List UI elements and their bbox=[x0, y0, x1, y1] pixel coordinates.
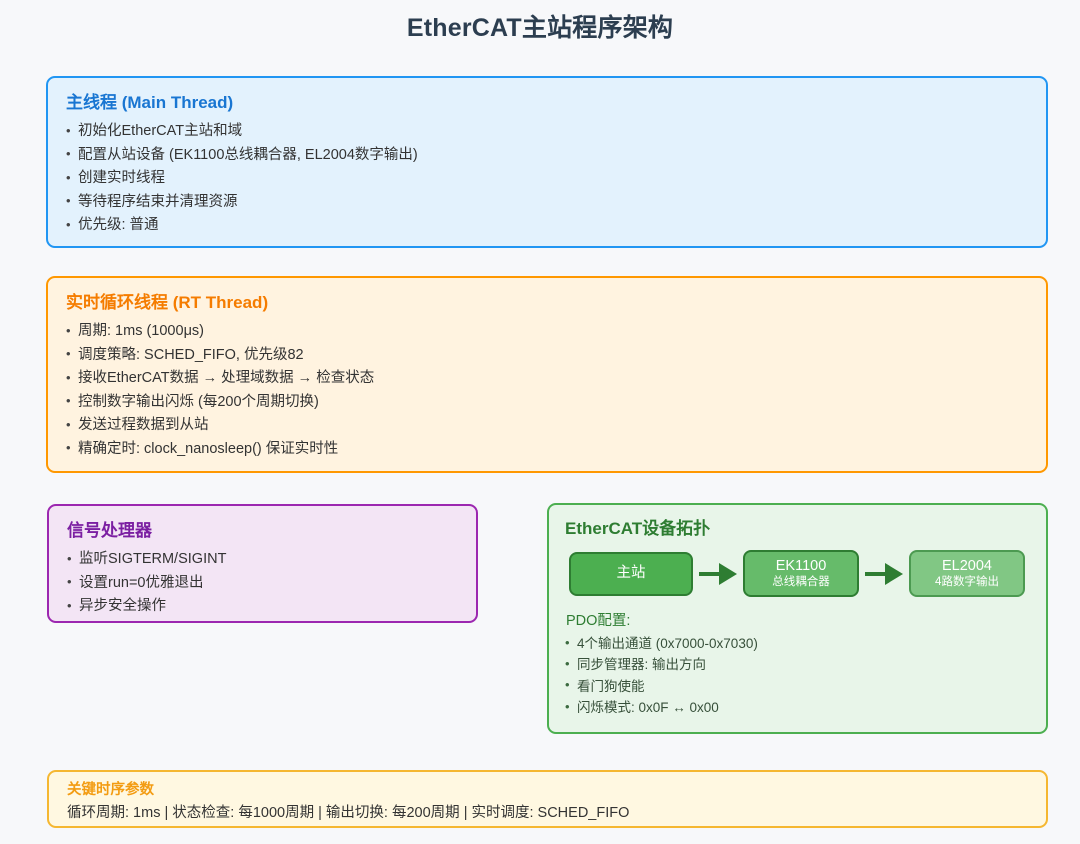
node-label: 主站 bbox=[616, 564, 646, 581]
list-item: 设置run=0优雅退出 bbox=[67, 571, 458, 595]
list-item: 接收EtherCAT数据 → 处理域数据 → 检查状态 bbox=[66, 367, 1028, 390]
list-item: 同步管理器: 输出方向 bbox=[565, 654, 1030, 675]
panel-title-rt-thread: 实时循环线程 (RT Thread) bbox=[66, 292, 1028, 314]
timing-summary-line: 循环周期: 1ms | 状态检查: 每1000周期 | 输出切换: 每200周期… bbox=[67, 804, 630, 821]
list-item: 异步安全操作 bbox=[67, 595, 458, 618]
list-item: 优先级: 普通 bbox=[66, 214, 1028, 237]
panel-title-rt-thread-cn: 实时循环线程 bbox=[66, 293, 168, 312]
node-sublabel: 总线耦合器 bbox=[772, 576, 830, 589]
list-item: 4个输出通道 (0x7000-0x7030) bbox=[565, 633, 1030, 654]
node-label: EL2004 bbox=[942, 557, 992, 574]
topology-diagram: 主站 EK1100 总线耦合器 EL2004 4路数字输出 bbox=[569, 550, 1030, 598]
main-thread-list: 初始化EtherCAT主站和域 配置从站设备 (EK1100总线耦合器, EL2… bbox=[66, 120, 1028, 237]
panel-main-thread: 主线程 (Main Thread) 初始化EtherCAT主站和域 配置从站设备… bbox=[46, 76, 1048, 248]
node-label: EK1100 bbox=[775, 557, 827, 574]
topology-node-ek1100: EK1100 总线耦合器 bbox=[743, 550, 859, 598]
arrow-shaft bbox=[699, 571, 719, 576]
list-item: 周期: 1ms (1000μs) bbox=[66, 320, 1028, 343]
list-item: 等待程序结束并清理资源 bbox=[66, 190, 1028, 214]
rt-thread-list: 周期: 1ms (1000μs) 调度策略: SCHED_FIFO, 优先级82… bbox=[66, 320, 1028, 461]
list-item: 配置从站设备 (EK1100总线耦合器, EL2004数字输出) bbox=[66, 143, 1028, 167]
pdo-config-title: PDO配置: bbox=[566, 613, 631, 630]
arrow-right-icon bbox=[865, 562, 903, 585]
panel-rt-thread: 实时循环线程 (RT Thread) 周期: 1ms (1000μs) 调度策略… bbox=[46, 276, 1048, 473]
panel-signal-handler: 信号处理器 监听SIGTERM/SIGINT 设置run=0优雅退出 异步安全操… bbox=[47, 504, 478, 623]
panel-title-main-thread-cn: 主线程 bbox=[66, 93, 117, 112]
topology-node-el2004: EL2004 4路数字输出 bbox=[909, 550, 1025, 598]
list-item: 调度策略: SCHED_FIFO, 优先级82 bbox=[66, 343, 1028, 367]
signal-handler-list: 监听SIGTERM/SIGINT 设置run=0优雅退出 异步安全操作 bbox=[67, 548, 458, 618]
list-item: 闪烁模式: 0x0F ↔ 0x00 bbox=[565, 697, 1030, 718]
list-item: 初始化EtherCAT主站和域 bbox=[66, 120, 1028, 143]
arrow-shaft bbox=[865, 571, 885, 576]
panel-title-topology: EtherCAT设备拓扑 bbox=[565, 519, 711, 538]
arrow-head bbox=[885, 562, 903, 585]
panel-timing-parameters: 关键时序参数 循环周期: 1ms | 状态检查: 每1000周期 | 输出切换:… bbox=[47, 770, 1048, 828]
list-item: 看门狗使能 bbox=[565, 675, 1030, 697]
panel-title-timing: 关键时序参数 bbox=[67, 782, 154, 798]
arrow-right-icon bbox=[699, 562, 737, 585]
topology-node-master: 主站 bbox=[569, 551, 693, 596]
panel-title-rt-thread-en: (RT Thread) bbox=[168, 293, 269, 312]
list-item: 创建实时线程 bbox=[66, 167, 1028, 190]
arrow-head bbox=[719, 562, 737, 585]
node-sublabel: 4路数字输出 bbox=[935, 576, 999, 589]
page-title: EtherCAT主站程序架构 bbox=[406, 14, 674, 42]
panel-title-signal-handler: 信号处理器 bbox=[67, 521, 152, 540]
panel-title-main-thread-en: (Main Thread) bbox=[117, 93, 234, 112]
list-item: 控制数字输出闪烁 (每200个周期切换) bbox=[66, 390, 1028, 414]
list-item: 精确定时: clock_nanosleep() 保证实时性 bbox=[66, 437, 1028, 461]
list-item: 监听SIGTERM/SIGINT bbox=[67, 548, 458, 571]
panel-device-topology: EtherCAT设备拓扑 主站 EK1100 总线耦合器 EL2004 4路数字… bbox=[547, 503, 1048, 734]
pdo-config-list: 4个输出通道 (0x7000-0x7030) 同步管理器: 输出方向 看门狗使能… bbox=[565, 633, 1030, 718]
panel-title-main-thread: 主线程 (Main Thread) bbox=[66, 92, 1028, 114]
list-item: 发送过程数据到从站 bbox=[66, 414, 1028, 437]
